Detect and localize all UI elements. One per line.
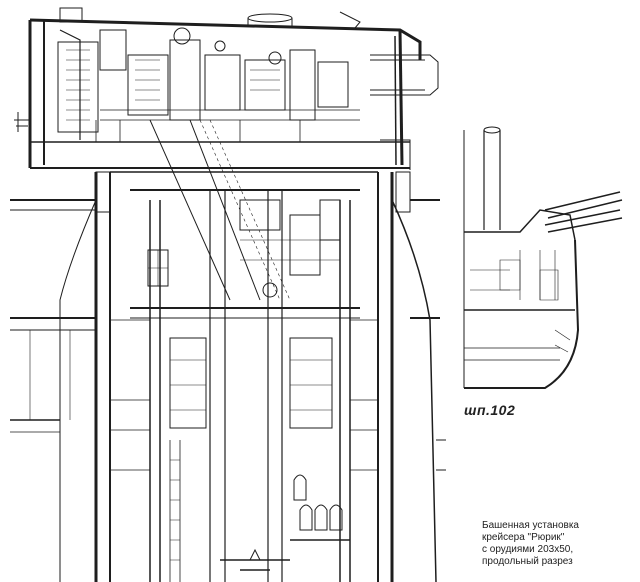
frame-number-label: шп.102	[464, 402, 516, 418]
caption-line-3: с орудиями 203х50,	[482, 544, 574, 555]
barbette-trunk	[60, 120, 436, 582]
deck-structure-left	[10, 200, 96, 432]
inset-hull-section	[464, 127, 622, 388]
drawing-caption: Башенная установка крейсера "Рюрик" с ор…	[482, 520, 632, 568]
caption-line-2: крейсера "Рюрик"	[482, 532, 565, 543]
caption-line-4: продольный разрез	[482, 556, 573, 567]
caption-line-1: Башенная установка	[482, 520, 579, 531]
gunhouse	[14, 8, 438, 170]
deck-structure-right	[410, 200, 446, 470]
